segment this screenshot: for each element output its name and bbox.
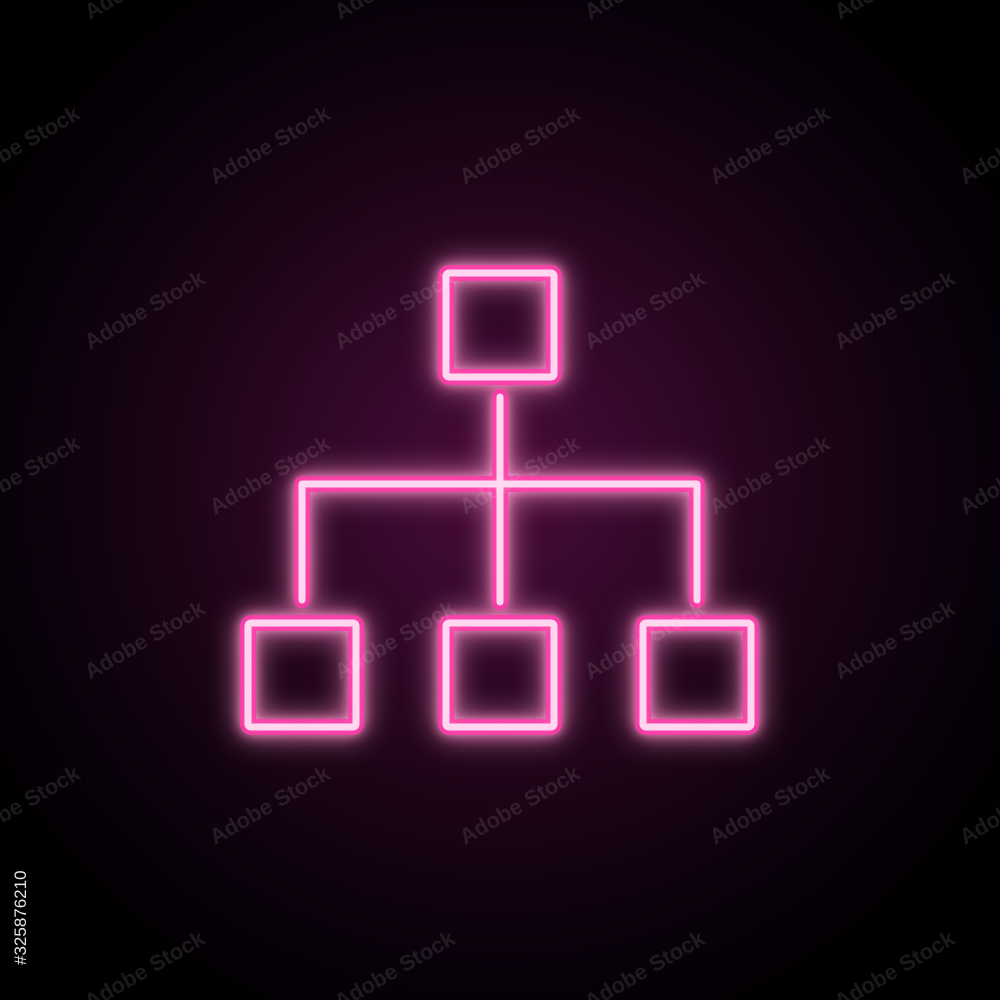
root-node-box [442, 269, 558, 381]
branch-connector-line [298, 480, 701, 604]
child-node-box-center [442, 619, 558, 731]
child-node-box-right [639, 619, 755, 731]
child-node-box-left [244, 619, 360, 731]
